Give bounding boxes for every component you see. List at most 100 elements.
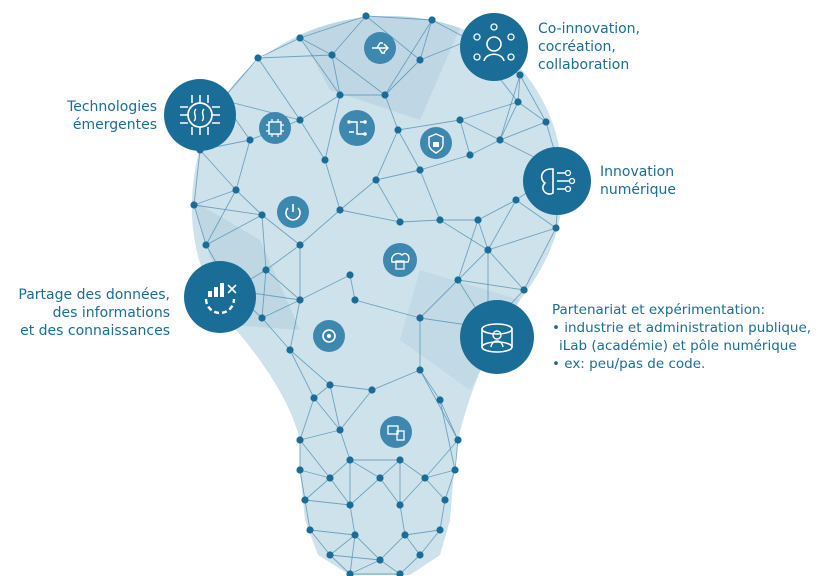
mesh-node	[396, 218, 404, 226]
mesh-edge	[299, 469, 306, 501]
bulb-shade-3	[400, 270, 520, 390]
mesh-edge	[289, 299, 301, 351]
mesh-node	[346, 501, 354, 509]
mesh-edge	[289, 349, 315, 399]
mesh-edge	[379, 559, 401, 575]
mesh-edge	[235, 189, 263, 216]
mesh-node	[362, 12, 370, 20]
mesh-node	[346, 456, 354, 464]
mesh-edge	[261, 214, 301, 246]
chip-icon	[259, 112, 291, 144]
data-gear-icon	[184, 261, 256, 333]
mesh-edge	[419, 279, 459, 319]
mesh-node	[441, 496, 449, 504]
mesh-node	[232, 186, 240, 194]
mesh-edge	[261, 269, 267, 319]
mesh-edge	[424, 439, 459, 479]
mesh-edge	[299, 119, 326, 161]
mesh-edge	[519, 74, 547, 123]
mesh-edge	[199, 149, 237, 191]
mesh-edge	[331, 15, 367, 56]
settings-icon	[313, 320, 345, 352]
mesh-edge	[299, 15, 367, 39]
mesh-node	[454, 436, 462, 444]
mesh-node	[416, 366, 424, 374]
label-line: numérique	[600, 182, 677, 198]
mesh-node	[416, 166, 424, 174]
mesh-edge	[313, 397, 341, 431]
mesh-node	[306, 526, 314, 534]
mesh-node	[381, 91, 389, 99]
mesh-edge	[399, 554, 421, 575]
label-data-sharing: Partage des données, des informations et…	[0, 286, 170, 340]
mesh-edge	[261, 317, 291, 351]
mesh-node	[396, 456, 404, 464]
mesh-edge	[324, 94, 341, 161]
mesh-edge	[384, 19, 433, 96]
mesh-edge	[265, 244, 301, 271]
mesh-edge	[299, 209, 341, 246]
mesh-node	[376, 474, 384, 482]
mesh-edge	[261, 214, 267, 271]
mesh-edge	[419, 529, 441, 556]
bullet-item: iLab (académie) et pôle numérique	[559, 338, 797, 354]
mesh-node	[496, 136, 504, 144]
mesh-node	[396, 570, 404, 576]
mesh-edge	[329, 554, 381, 561]
mesh-edge	[419, 369, 459, 441]
label-line: émergentes	[72, 117, 157, 133]
mesh-edge	[309, 529, 331, 556]
label-line: et des connaissances	[20, 323, 170, 339]
mesh-edge	[329, 477, 351, 506]
mesh-edge	[469, 139, 501, 156]
mesh-edge	[205, 189, 237, 246]
mesh-edge	[349, 534, 356, 575]
mesh-node	[436, 396, 444, 404]
mesh-edge	[459, 119, 471, 156]
mesh-node	[296, 241, 304, 249]
mesh-edge	[257, 57, 301, 121]
mesh-edge	[257, 37, 301, 59]
mesh-edge	[379, 534, 406, 561]
bulb-shade-2	[192, 200, 300, 330]
mesh-edge	[235, 139, 251, 191]
mesh-edge	[459, 119, 501, 141]
mesh-edge	[399, 477, 426, 506]
mesh-node	[351, 296, 359, 304]
mesh-node	[310, 394, 318, 402]
mesh-edge	[329, 459, 351, 479]
mesh-edge	[384, 94, 399, 131]
mesh-edge	[459, 101, 519, 121]
mesh-edge	[375, 169, 421, 181]
mesh-edge	[379, 477, 401, 506]
mesh-edge	[404, 534, 421, 556]
mesh-edge	[439, 499, 446, 531]
mesh-edge	[304, 499, 311, 531]
mesh-edge	[339, 389, 373, 431]
mesh-edge	[299, 94, 341, 121]
mesh-edge	[354, 299, 421, 319]
devices-icon	[380, 416, 412, 448]
mesh-edge	[424, 469, 456, 479]
people-circle-icon	[460, 300, 534, 374]
mesh-node	[474, 216, 482, 224]
mesh-node	[436, 526, 444, 534]
mesh-edge	[309, 529, 356, 536]
mesh-node	[346, 570, 354, 576]
mesh-node	[451, 466, 459, 474]
mesh-edge	[399, 459, 426, 479]
mesh-node	[401, 531, 409, 539]
mesh-edge	[324, 159, 341, 211]
collaboration-network-icon	[460, 13, 528, 81]
mesh-edge	[499, 121, 547, 141]
mesh-edge	[331, 54, 386, 96]
mesh-edge	[299, 429, 341, 441]
mesh-node	[428, 16, 436, 24]
mesh-node	[336, 206, 344, 214]
mesh-node	[336, 91, 344, 99]
mesh-edge	[517, 101, 547, 123]
mesh-node	[336, 426, 344, 434]
mesh-edge	[299, 439, 331, 479]
mesh-edge	[193, 204, 263, 216]
